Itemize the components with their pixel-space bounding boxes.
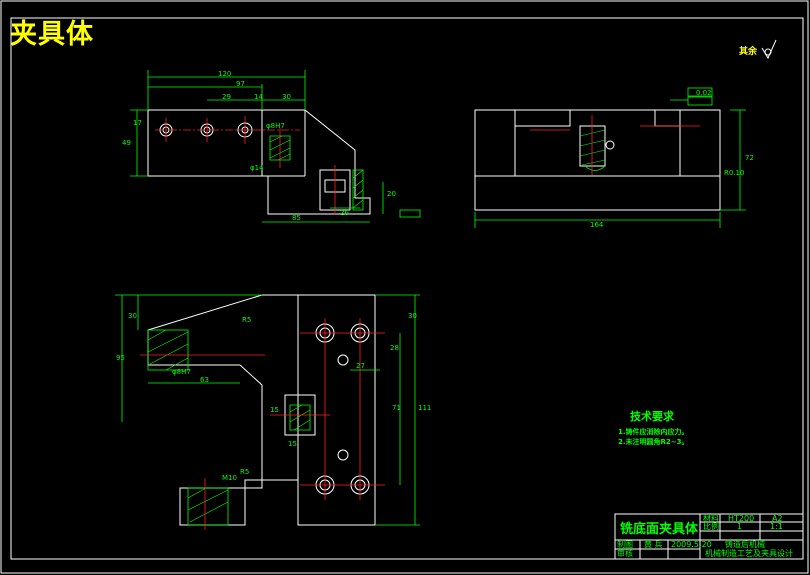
designer-label: 制图 (617, 539, 633, 549)
dim-164: 164 (590, 221, 604, 229)
tech-item-2: 2.未注明圆角R2~3。 (618, 438, 689, 446)
dim-120: 120 (218, 70, 231, 78)
designer-name: 黄 兵 (644, 539, 663, 549)
scale-value: 1:1 (770, 522, 783, 531)
side-view-dims: 164 72 R0.10 0.02 (590, 89, 754, 229)
dim-r0-10: R0.10 (724, 169, 744, 177)
top-view (115, 294, 420, 530)
dim-b-15a: 15 (270, 406, 279, 414)
dim-b-m10: M10 (222, 474, 237, 482)
tech-item-1: 1.铸件应消除内应力。 (618, 428, 689, 436)
material-label: 材料 (703, 513, 719, 523)
dim-20: 20 (387, 190, 396, 198)
dim-phi14: φ14 (250, 164, 264, 172)
front-view (130, 70, 421, 223)
inner-frame (10, 17, 804, 560)
dim-b-30: 30 (128, 312, 137, 320)
tech-requirements: 技术要求 1.铸件应消除内应力。 2.未注明圆角R2~3。 (618, 408, 689, 447)
part-name: 铣底面夹具体 (620, 521, 699, 537)
dim-30: 30 (282, 93, 291, 101)
quantity: 1 (737, 522, 742, 531)
dim-72: 72 (745, 154, 754, 162)
dim-14: 14 (254, 93, 263, 101)
dim-b-111: 111 (418, 404, 431, 412)
dim-b-phi8h7: φ8H7 (172, 368, 191, 376)
dim-b-95: 95 (116, 354, 125, 362)
dim-85: 85 (292, 214, 301, 222)
dim-b-27: 27 (356, 362, 365, 370)
dim-26: 26 (340, 209, 349, 217)
material-value: HT200 (728, 514, 754, 523)
dim-b-71: 71 (392, 404, 401, 412)
tech-heading: 技术要求 (630, 410, 674, 423)
roughness-symbol (761, 39, 777, 60)
title-block (614, 513, 804, 560)
sheet-size: A2 (772, 514, 783, 523)
top-view-dims: 30 95 63 R5 30 28 27 71 111 15 15 R5 φ8H… (116, 312, 431, 482)
dim-17: 17 (133, 119, 142, 127)
dim-b-28: 28 (390, 344, 399, 352)
dim-b-15b: 15 (288, 440, 297, 448)
tolerance-frame: 0.02 (696, 89, 712, 97)
title-block-text: 铣底面夹具体 材料 HT200 A2 比例 1 1:1 制图 黄 兵 2009.… (617, 513, 793, 558)
front-view-dims: 120 97 29 14 30 17 49 85 26 20 φ14 φ8H7 (122, 70, 396, 222)
dim-97: 97 (236, 80, 245, 88)
dim-b-30-right: 30 (408, 312, 417, 320)
school-name: 铸造后机械 (725, 539, 765, 549)
dim-49: 49 (122, 139, 131, 147)
dim-b-r5-bottom: R5 (240, 468, 249, 476)
side-view (474, 87, 746, 228)
roughness-note: 其余 (739, 47, 758, 57)
check-label: 审核 (617, 548, 633, 558)
project-subtitle: 机械制造工艺及夹具设计 (705, 548, 793, 558)
scale-label: 比例 (703, 521, 719, 531)
dim-phi8h7: φ8H7 (266, 122, 285, 130)
dim-b-63: 63 (200, 376, 209, 384)
dim-b-r5-top: R5 (242, 316, 251, 324)
drawing-title: 夹具体 (10, 19, 94, 50)
drawing-date: 2009.5.20 (671, 540, 712, 549)
dim-29: 29 (222, 93, 231, 101)
